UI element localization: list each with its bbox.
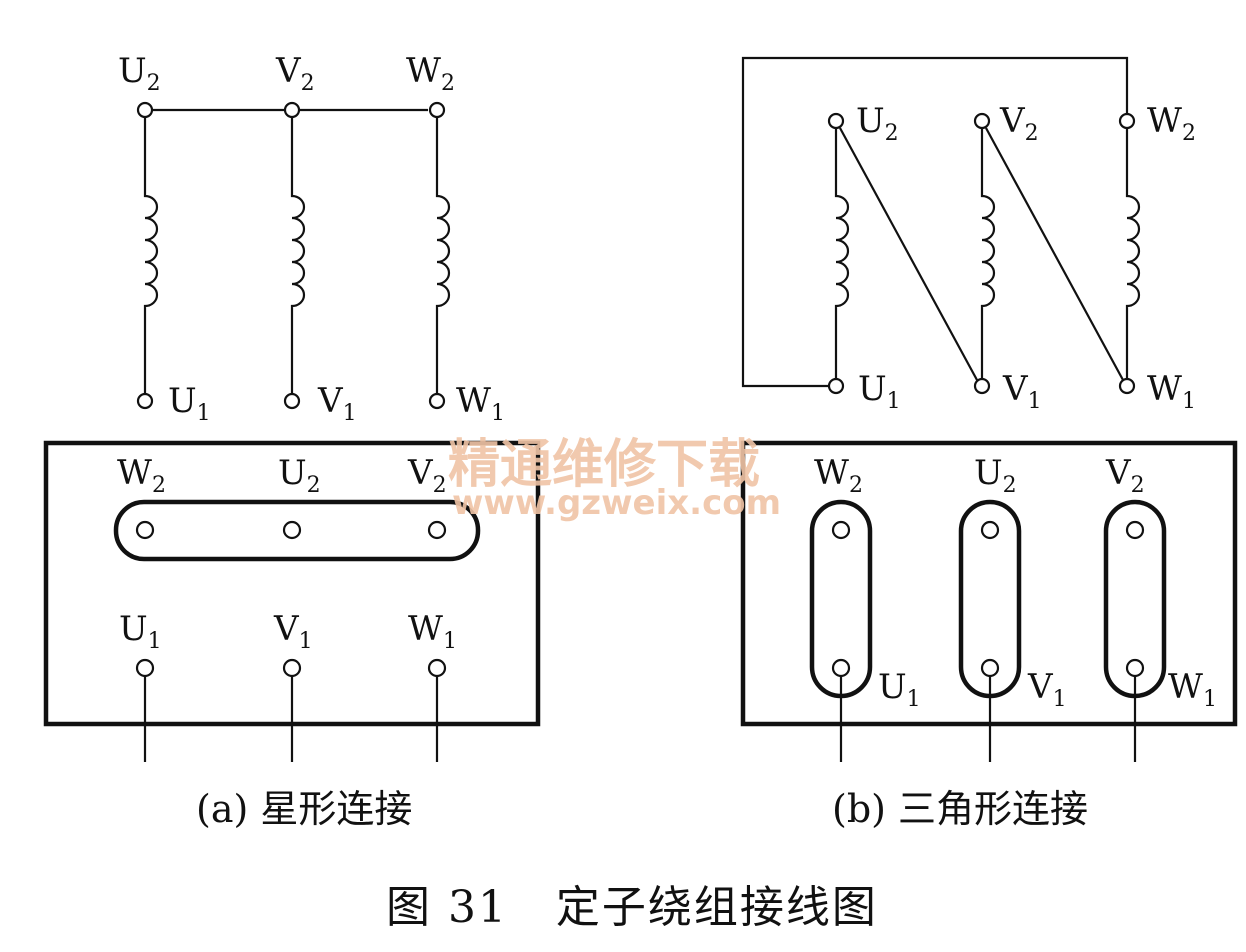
delta-winding-v [980, 128, 996, 379]
watermark: 精通维修下载 www.gzweix.com [448, 435, 781, 523]
star-label-u2: U2 [118, 51, 161, 96]
delta-box-label-u1: U1 [878, 667, 921, 712]
delta-terminal-v1 [973, 377, 991, 395]
star-terminal-w2 [428, 101, 446, 119]
delta-terminal-v2 [973, 112, 991, 130]
delta-label-w1: W1 [1147, 369, 1196, 414]
delta-box-label-w1: W1 [1168, 667, 1217, 712]
delta-box-stud-w2 [831, 520, 851, 540]
delta-winding-w [1125, 128, 1141, 379]
delta-box-label-v2: V2 [1105, 453, 1145, 498]
delta-box-stud-u2 [980, 520, 1000, 540]
star-label-w1: W1 [456, 381, 505, 426]
star-box-stud-u2 [282, 520, 302, 540]
delta-label-w2: W2 [1147, 101, 1196, 146]
star-terminal-v1 [283, 392, 301, 410]
star-winding-w [435, 117, 451, 394]
star-terminal-u1 [136, 392, 154, 410]
star-terminal-v2 [283, 101, 301, 119]
delta-box-label-u2: U2 [974, 453, 1017, 498]
star-box-stud-u1 [135, 658, 155, 678]
delta-label-u2: U2 [856, 101, 899, 146]
delta-box-stud-w1 [1125, 658, 1145, 678]
delta-link-u2-v1 [839, 127, 978, 381]
star-box-stud-w2 [135, 520, 155, 540]
star-label-v2: V2 [275, 51, 315, 96]
delta-return-loop [741, 56, 1129, 388]
star-box-label-v2: V2 [407, 453, 447, 498]
delta-terminal-u2 [827, 112, 845, 130]
star-box-stud-v2 [427, 520, 447, 540]
star-schematic: U2 V2 W2 U1 V1 W1 [118, 51, 505, 426]
delta-label-u1: U1 [858, 369, 901, 414]
star-label-w2: W2 [406, 51, 455, 96]
star-box-label-w2: W2 [117, 453, 166, 498]
delta-terminal-box: W2 U2 V2 U1 V1 W1 [740, 440, 1238, 762]
delta-box-stud-v1 [980, 658, 1000, 678]
figure-caption: 图 31 定子绕组接线图 [386, 882, 878, 933]
delta-caption: (b) 三角形连接 [832, 787, 1088, 831]
star-winding-u [143, 117, 159, 394]
delta-link-v2-w1 [985, 127, 1124, 381]
star-winding-v [290, 117, 306, 394]
star-box-label-u1: U1 [119, 609, 162, 654]
delta-terminal-w2 [1118, 112, 1136, 130]
star-box-label-w1: W1 [408, 609, 457, 654]
star-terminal-u2 [136, 101, 154, 119]
delta-label-v2: V2 [999, 101, 1039, 146]
delta-box-stud-u1 [831, 658, 851, 678]
star-box-label-v1: V1 [273, 609, 313, 654]
star-terminal-box: W2 U2 V2 U1 V1 W1 [43, 440, 541, 762]
star-box-stud-w1 [427, 658, 447, 678]
delta-label-v1: V1 [1002, 369, 1042, 414]
delta-box-stud-v2 [1125, 520, 1145, 540]
star-box-stud-v1 [282, 658, 302, 678]
delta-winding-u [834, 128, 850, 379]
star-label-v1: V1 [317, 381, 357, 426]
star-link-bar [113, 499, 481, 562]
star-caption: (a) 星形连接 [196, 787, 412, 831]
delta-schematic: U2 V2 W2 U1 V1 W1 [741, 56, 1196, 414]
watermark-url: www.gzweix.com [452, 483, 781, 523]
delta-terminal-u1 [827, 377, 845, 395]
watermark-cn-text: 精通维修下载 [448, 435, 760, 495]
delta-terminal-w1 [1118, 377, 1136, 395]
star-box-label-u2: U2 [278, 453, 321, 498]
delta-box-label-w2: W2 [814, 453, 863, 498]
star-label-u1: U1 [168, 381, 211, 426]
delta-box-label-v1: V1 [1027, 667, 1067, 712]
star-terminal-w1 [428, 392, 446, 410]
